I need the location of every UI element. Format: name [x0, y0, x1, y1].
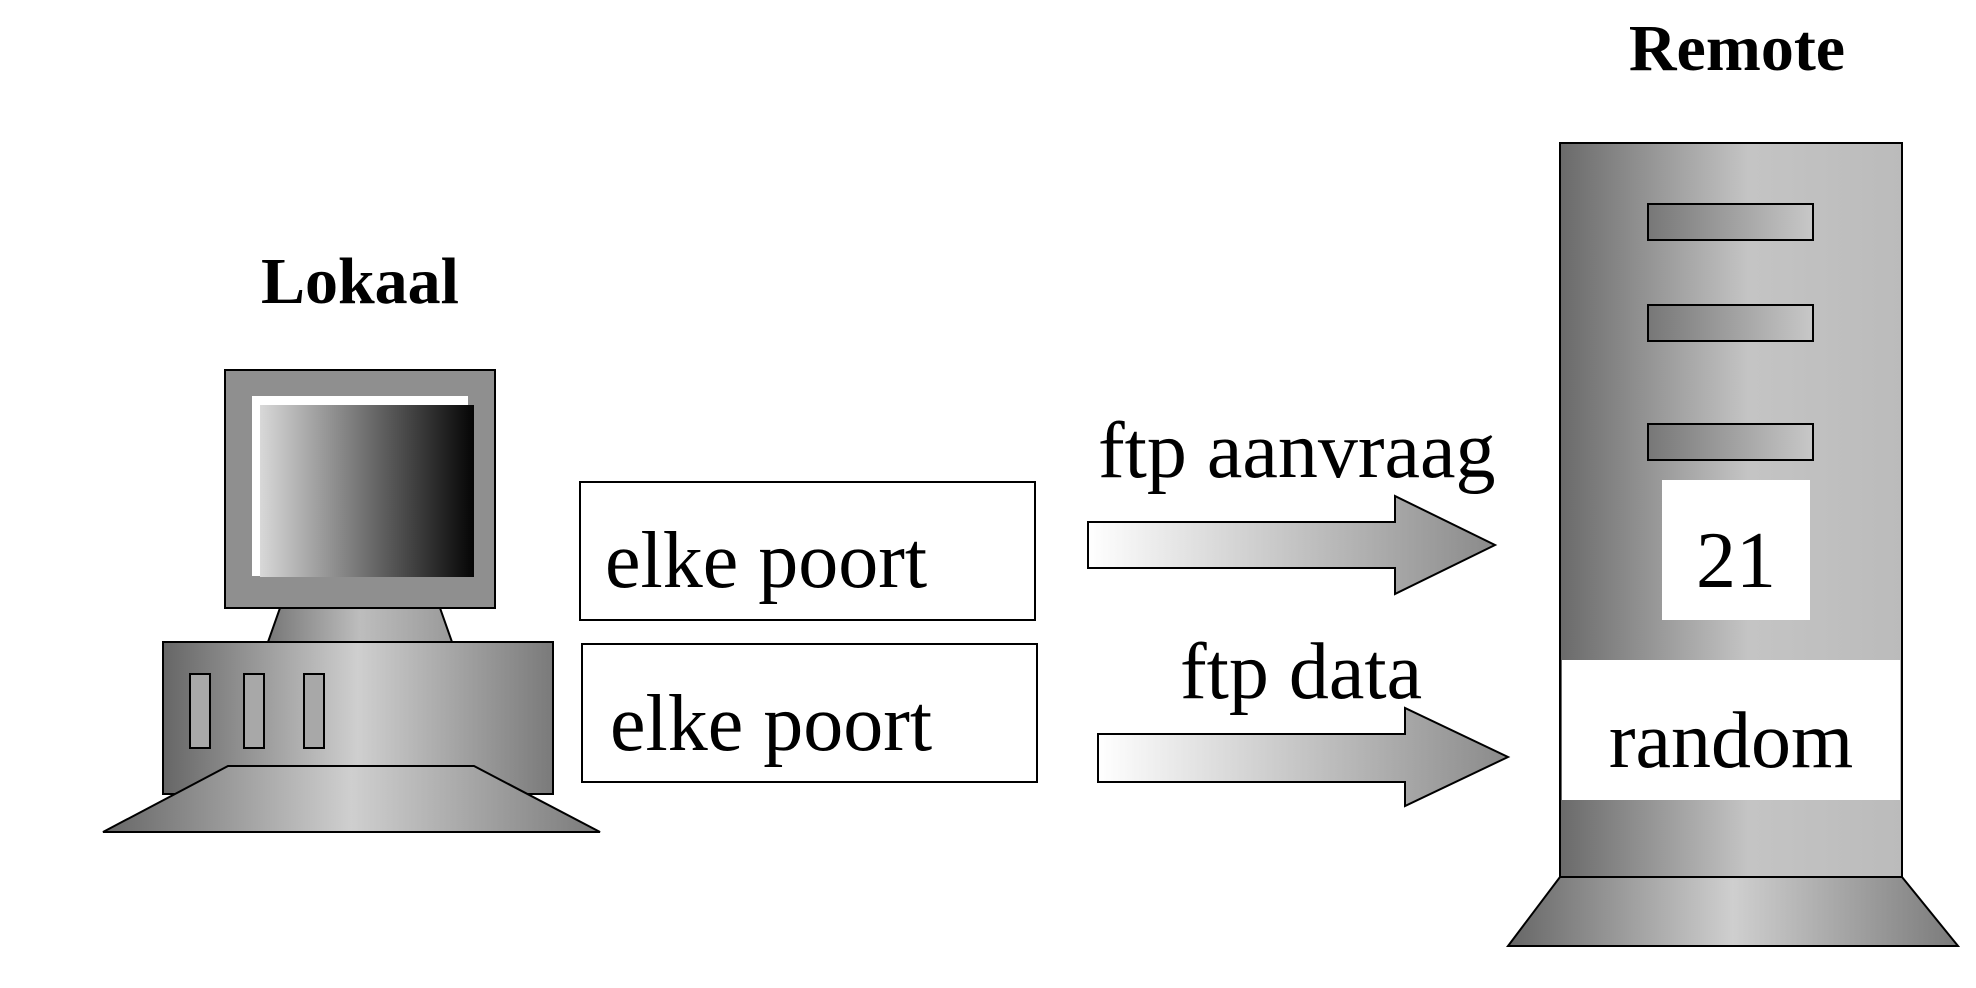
- drive-slot: [189, 673, 211, 749]
- remote-data-port-box: [1562, 660, 1900, 800]
- control-arrow: [1087, 494, 1498, 596]
- monitor-stand: [266, 607, 454, 643]
- server-slot: [1647, 423, 1814, 461]
- data-arrow: [1097, 706, 1511, 808]
- local-control-port-label: elke poort: [605, 517, 927, 605]
- local-title: Lokaal: [261, 245, 459, 318]
- local-computer-icon: [102, 369, 601, 833]
- keyboard: [102, 765, 601, 833]
- local-data-port-box: [581, 643, 1038, 783]
- data-arrow-label: ftp data: [1180, 628, 1422, 716]
- remote-title: Remote: [1629, 12, 1845, 85]
- control-arrow-label: ftp aanvraag: [1098, 407, 1496, 495]
- server-base: [1505, 876, 1961, 947]
- remote-control-port-label: 21: [1696, 517, 1776, 605]
- remote-control-port-box: [1662, 480, 1810, 620]
- server-slot: [1647, 203, 1814, 241]
- monitor-screen: [260, 405, 474, 577]
- drive-slot: [243, 673, 265, 749]
- server-slot: [1647, 304, 1814, 342]
- remote-data-port-label: random: [1609, 697, 1853, 785]
- local-data-port-label: elke poort: [610, 680, 932, 768]
- drive-slot: [303, 673, 325, 749]
- local-control-port-box: [579, 481, 1036, 621]
